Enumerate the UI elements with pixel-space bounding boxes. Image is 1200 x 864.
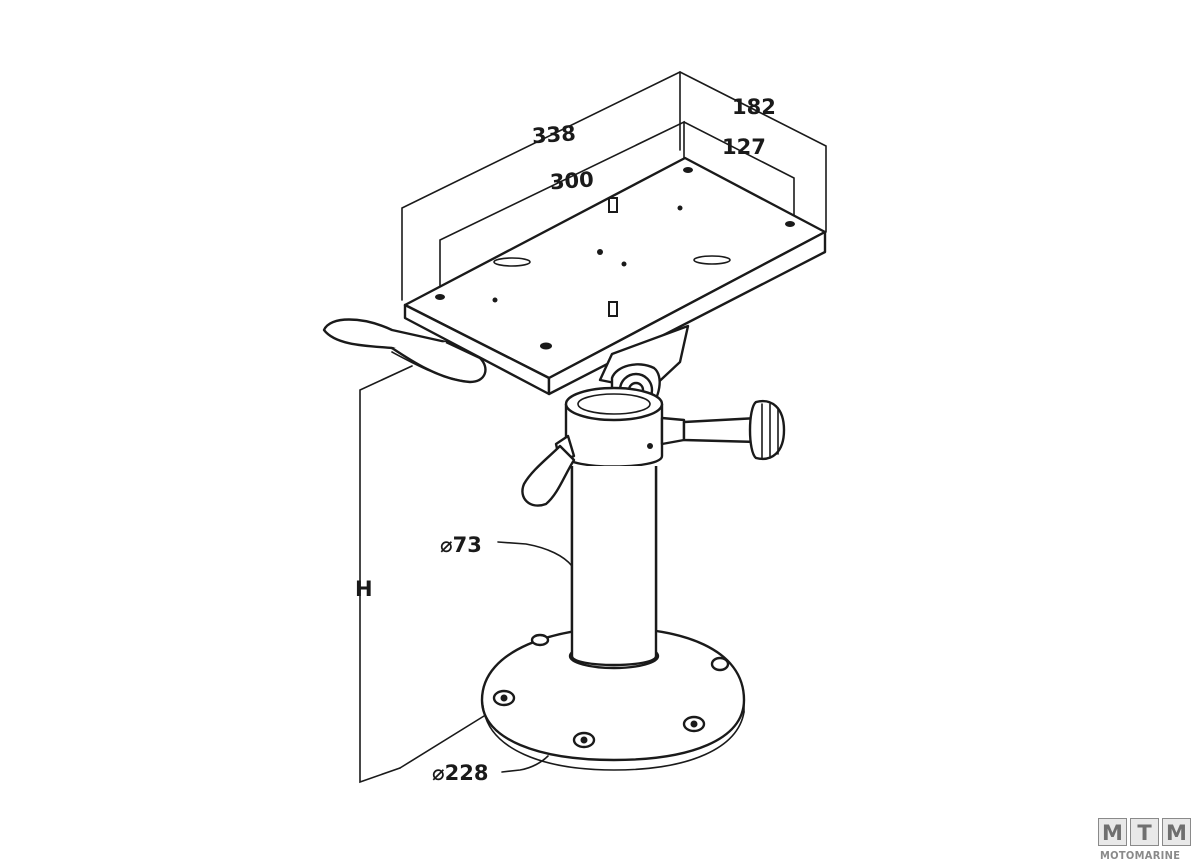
diameter-leaders [497,541,573,773]
dimension-300-lines [439,120,685,293]
locking-handle [521,434,576,507]
tension-knob [660,399,786,461]
dimension-127-label: 127 [722,135,766,159]
logo-letter-m1: M [1098,818,1127,846]
height-label: H [355,577,373,601]
diameter-228-label: ⌀228 [432,761,488,785]
base-plate [480,466,746,771]
dimension-182-label: 182 [732,95,776,119]
logo-letter-m2: M [1162,818,1191,846]
logo-subtitle: MOTOMARINE [1100,849,1181,862]
logo-letter-t: T [1130,818,1159,846]
motomarine-logo: M T M MOTOMARINE [1098,818,1198,862]
dimension-338-label: 338 [531,121,576,148]
dimension-127-lines [683,121,795,223]
dimension-338-lines [401,71,681,301]
adjustment-collar [564,386,664,468]
diameter-73-label: ⌀73 [440,533,482,557]
dimension-182-lines [679,71,827,233]
height-dimension-lines [359,365,485,784]
dimension-300-label: 300 [549,167,594,194]
swivel-lever [322,318,487,384]
